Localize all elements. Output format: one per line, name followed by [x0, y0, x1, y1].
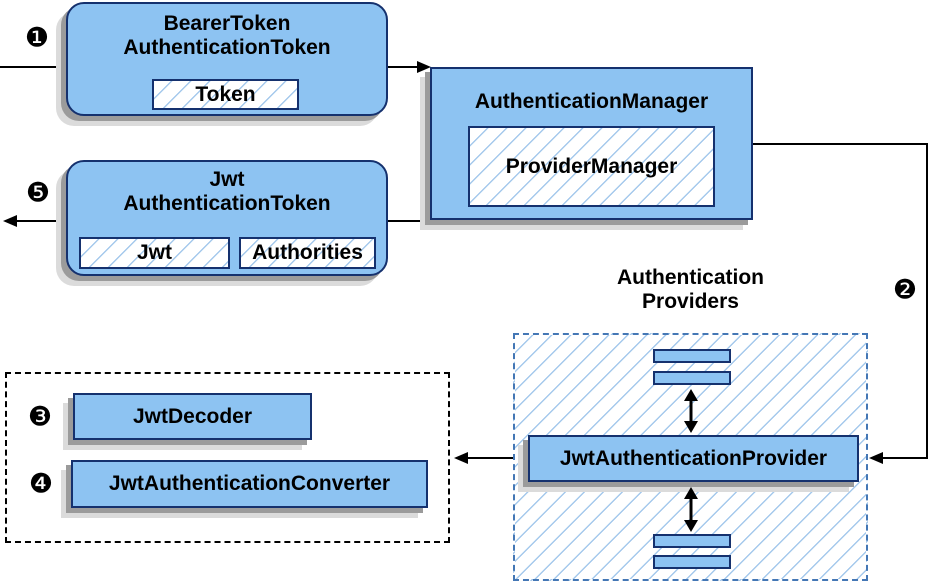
authentication-manager-title: AuthenticationManager: [474, 90, 709, 113]
provider-placeholder-bar: [653, 534, 731, 548]
arrowhead-result-out: [3, 215, 17, 227]
jwt-support-group-box: [5, 372, 450, 543]
jwt-token-title-line2: AuthenticationToken: [123, 192, 331, 215]
provider-manager-box: ProviderManager: [468, 126, 715, 207]
authentication-manager-box: AuthenticationManager ProviderManager: [430, 67, 753, 220]
arrowhead-into-manager: [417, 61, 431, 73]
bearer-token-title-line2: AuthenticationToken: [123, 36, 331, 59]
bearer-token-title-line1: BearerToken: [163, 12, 291, 35]
arrowhead-into-support: [454, 452, 468, 464]
jwt-token-title-line1: Jwt: [209, 168, 245, 191]
provider-placeholder-bar: [653, 371, 731, 385]
provider-placeholder-bar: [653, 555, 731, 569]
jwt-decoder-box: JwtDecoder: [73, 393, 312, 440]
jwt-authentication-provider-box: JwtAuthenticationProvider: [528, 435, 859, 482]
provider-placeholder-bar: [653, 349, 731, 363]
bearer-token-authentication-token-box: BearerToken AuthenticationToken Token: [66, 2, 388, 116]
step-4-badge: ❹: [28, 468, 54, 499]
token-field: Token: [152, 79, 299, 110]
jwt-authentication-token-box: Jwt AuthenticationToken Jwt Authorities: [66, 160, 388, 276]
step-3-badge: ❸: [27, 401, 53, 432]
flow-line-manager-to-provider: [753, 143, 928, 459]
authentication-providers-label-line2: Providers: [642, 290, 739, 313]
step-1-badge: ❶: [24, 22, 50, 53]
bidirectional-arrow-icon: [684, 389, 698, 433]
jwt-field: Jwt: [79, 237, 230, 269]
step-2-badge: ❷: [892, 274, 918, 305]
authentication-providers-label-line1: Authentication: [617, 266, 764, 289]
step-5-badge: ❺: [25, 177, 51, 208]
jwt-authentication-converter-box: JwtAuthenticationConverter: [71, 460, 428, 508]
authentication-providers-group-box: JwtAuthenticationProvider: [513, 333, 868, 581]
arrowhead-into-provider: [869, 452, 883, 464]
bidirectional-arrow-icon: [684, 487, 698, 532]
authorities-field: Authorities: [239, 237, 376, 269]
